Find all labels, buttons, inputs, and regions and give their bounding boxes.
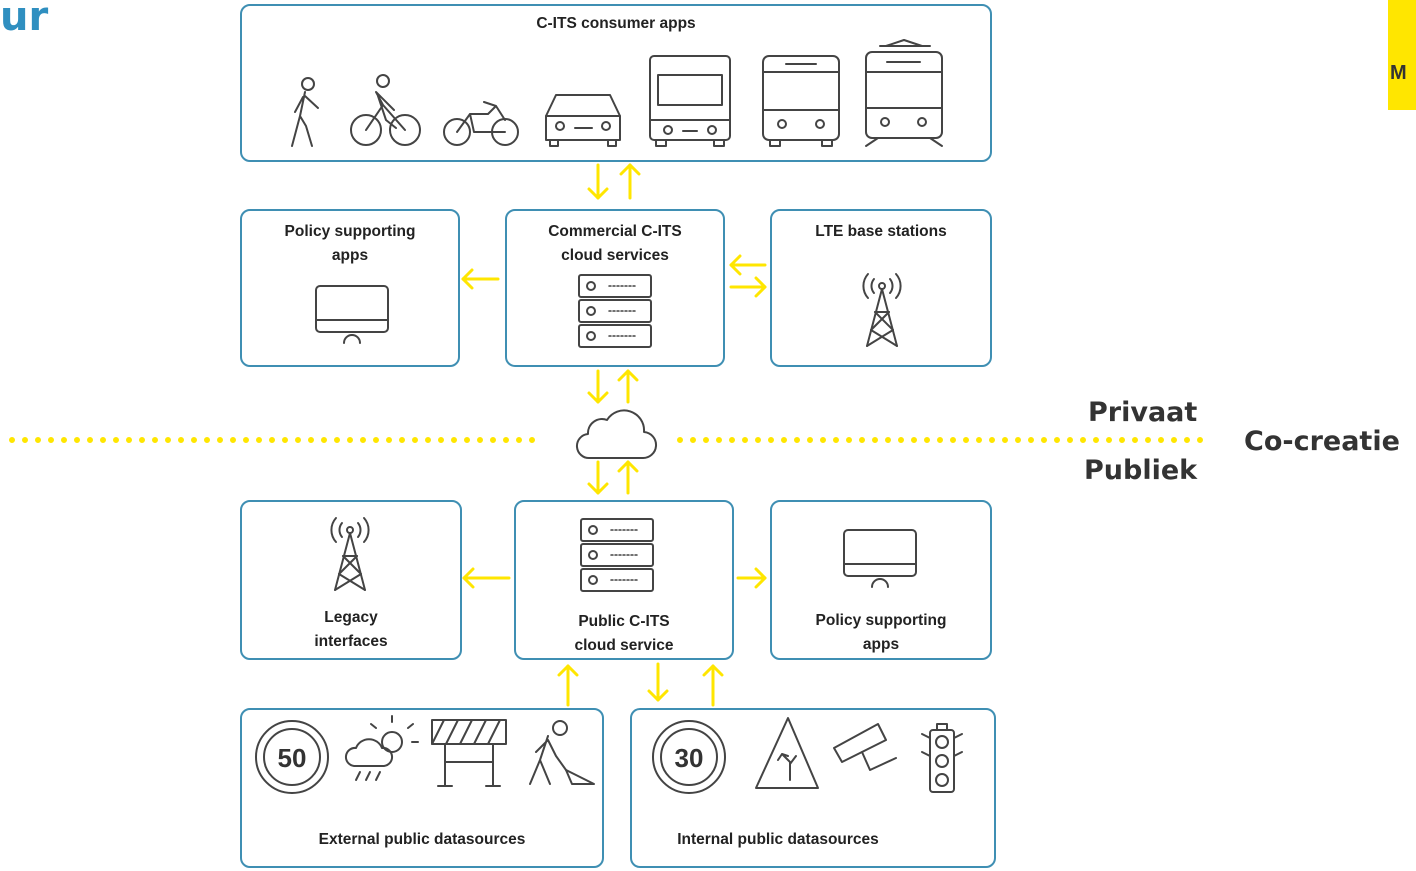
internal-datasources-label: Internal public datasources <box>677 831 879 848</box>
arrow-up <box>617 369 639 404</box>
road-barrier-icon <box>431 719 507 787</box>
public-cloud-box <box>514 500 734 660</box>
policy-apps-bottom-label-1: Policy supporting <box>815 612 947 629</box>
policy-apps-top-label-1: Policy supporting <box>284 223 416 240</box>
arrow-up <box>702 664 724 707</box>
car-icon <box>545 94 621 147</box>
publiek-label: Publiek <box>1084 455 1198 486</box>
antenna-tower-icon <box>330 517 370 591</box>
arrow-left <box>729 254 767 276</box>
brand-logo: M <box>1388 0 1416 110</box>
pedestrian-icon <box>291 77 319 147</box>
policy-apps-top-box <box>240 209 460 367</box>
server-icon <box>578 274 652 348</box>
server-icon <box>580 518 654 592</box>
speed-limit-50-value: 50 <box>278 743 307 773</box>
arrow-up <box>557 664 579 707</box>
truck-icon <box>649 55 731 147</box>
arrow-up <box>619 163 641 200</box>
monitor-icon <box>315 285 389 344</box>
bus-icon <box>762 55 840 147</box>
speed-limit-30-icon <box>652 720 726 794</box>
tram-icon <box>865 39 943 147</box>
arrow-down <box>587 369 609 404</box>
lte-stations-label: LTE base stations <box>815 223 947 240</box>
public-cloud-label-1: Public C-ITS <box>578 613 670 630</box>
arrow-right <box>736 567 767 589</box>
cyclist-icon <box>350 74 421 146</box>
legacy-interfaces-label-1: Legacy <box>324 609 378 626</box>
privaat-label: Privaat <box>1088 397 1198 428</box>
arrow-down <box>587 163 609 200</box>
weather-icon <box>345 715 419 781</box>
co-creatie-label: Co-creatie <box>1244 426 1400 457</box>
road-sign-icon <box>755 717 819 789</box>
speed-limit-50-icon <box>255 720 329 794</box>
motorcycle-icon <box>443 101 519 146</box>
arrow-down <box>647 662 669 702</box>
road-worker-icon <box>529 720 595 785</box>
legacy-interfaces-label-2: interfaces <box>314 633 388 650</box>
cloud-icon <box>576 409 657 460</box>
consumer-apps-label: C-ITS consumer apps <box>536 15 696 32</box>
arrow-down <box>587 460 609 495</box>
policy-apps-bottom-label-2: apps <box>862 636 900 653</box>
monitor-icon <box>843 529 917 588</box>
policy-apps-top-label-2: apps <box>331 247 369 264</box>
arrow-left <box>462 567 511 589</box>
arrow-left <box>461 268 500 290</box>
traffic-camera-icon <box>833 723 897 771</box>
speed-limit-30-value: 30 <box>675 743 704 773</box>
traffic-light-icon <box>921 723 963 793</box>
brand-logo-letter: M <box>1390 62 1407 84</box>
external-datasources-box <box>240 708 604 868</box>
arrow-right <box>729 276 767 298</box>
arrow-up <box>617 460 639 495</box>
commercial-cloud-label-2: cloud services <box>561 247 669 264</box>
public-cloud-label-2: cloud service <box>574 637 674 654</box>
commercial-cloud-box <box>505 209 725 367</box>
commercial-cloud-label-1: Commercial C-ITS <box>548 223 682 240</box>
external-datasources-label: External public datasources <box>318 831 526 848</box>
page-title-fragment: ur <box>0 0 49 40</box>
antenna-tower-icon <box>862 273 902 347</box>
